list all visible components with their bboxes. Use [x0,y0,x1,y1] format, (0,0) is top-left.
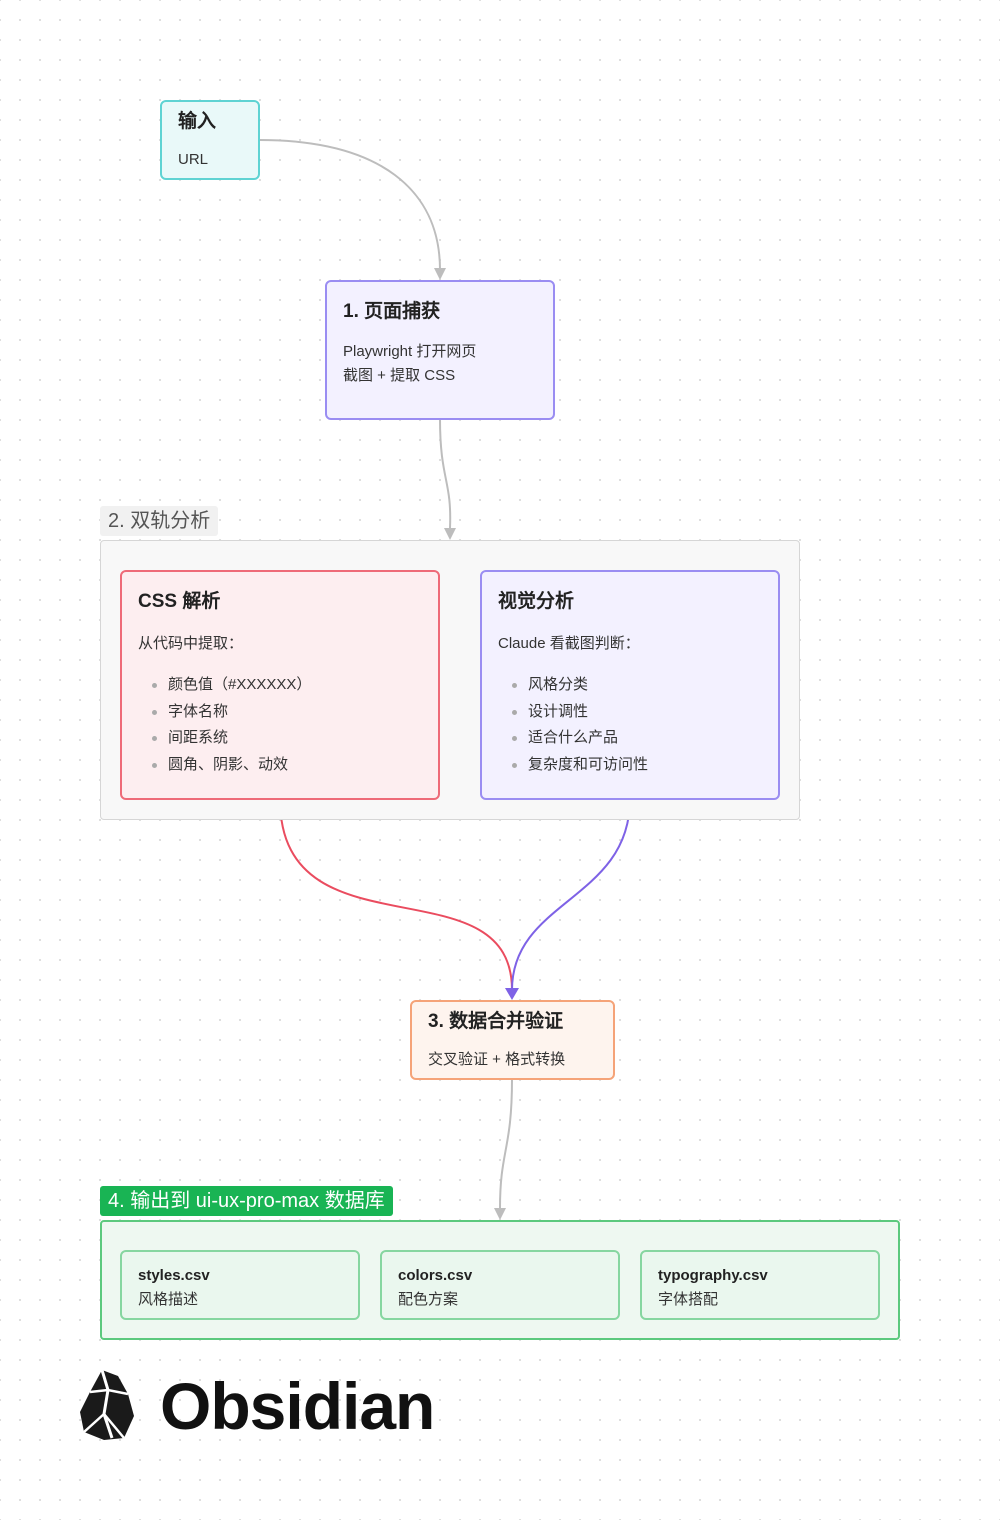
file-name: styles.csv [138,1267,210,1284]
list-item: 复杂度和可访问性 [498,752,762,779]
brand-name: Obsidian [160,1369,435,1443]
visual-analysis-title: 视觉分析 [498,591,575,612]
arrowhead [494,1208,506,1220]
edge-css-to-merge [279,798,513,991]
visual-analysis-list: 风格分类 设计调性 适合什么产品 复杂度和可访问性 [498,672,762,778]
capture-node-title: 1. 页面捕获 [343,301,441,322]
merge-node-title: 3. 数据合并验证 [428,1011,564,1032]
list-item: 间距系统 [138,725,422,752]
list-item: 适合什么产品 [498,725,762,752]
css-analysis-list: 颜色值（#XXXXXX） 字体名称 间距系统 圆角、阴影、动效 [138,672,422,778]
edge-capture-to-analysis [439,418,452,529]
css-analysis-title: CSS 解析 [138,591,221,612]
edge-visual-to-merge [511,798,631,991]
merge-node-text: 交叉验证 + 格式转换 [428,1051,566,1068]
capture-node-line-1: Playwright 打开网页 [343,343,477,360]
list-item: 风格分类 [498,672,762,699]
visual-analysis-intro: Claude 看截图判断： [498,635,640,652]
arrowhead [505,988,519,1000]
list-item: 设计调性 [498,699,762,726]
input-node-text: URL [178,151,209,168]
input-node[interactable]: 输入 URL [160,100,260,180]
arrowhead [434,268,446,280]
output-file-colors[interactable]: colors.csv 配色方案 [380,1250,620,1320]
capture-node-line-2: 截图 + 提取 CSS [343,367,456,384]
css-analysis-intro: 从代码中提取： [138,635,244,652]
file-description: 字体搭配 [658,1291,719,1308]
file-name: typography.csv [658,1267,768,1284]
output-group-label: 4. 输出到 ui-ux-pro-max 数据库 [100,1186,393,1216]
file-name: colors.csv [398,1267,473,1284]
obsidian-brand: Obsidian [78,1366,498,1446]
css-analysis-node[interactable]: CSS 解析 从代码中提取： 颜色值（#XXXXXX） 字体名称 间距系统 圆角… [120,570,440,800]
list-item: 字体名称 [138,699,422,726]
input-node-title: 输入 [178,111,217,132]
edge-input-to-capture [258,139,441,271]
file-description: 风格描述 [138,1291,199,1308]
output-file-typography[interactable]: typography.csv 字体搭配 [640,1250,880,1320]
capture-node[interactable]: 1. 页面捕获 Playwright 打开网页 截图 + 提取 CSS [325,280,555,420]
output-file-styles[interactable]: styles.csv 风格描述 [120,1250,360,1320]
edge-merge-to-output [499,1078,513,1209]
file-description: 配色方案 [398,1291,459,1308]
merge-node[interactable]: 3. 数据合并验证 交叉验证 + 格式转换 [410,1000,615,1080]
analysis-group-label: 2. 双轨分析 [100,506,219,536]
list-item: 圆角、阴影、动效 [138,752,422,779]
obsidian-logo-icon [80,1369,134,1440]
list-item: 颜色值（#XXXXXX） [138,672,422,699]
arrowhead [444,528,456,540]
visual-analysis-node[interactable]: 视觉分析 Claude 看截图判断： 风格分类 设计调性 适合什么产品 复杂度和… [480,570,780,800]
